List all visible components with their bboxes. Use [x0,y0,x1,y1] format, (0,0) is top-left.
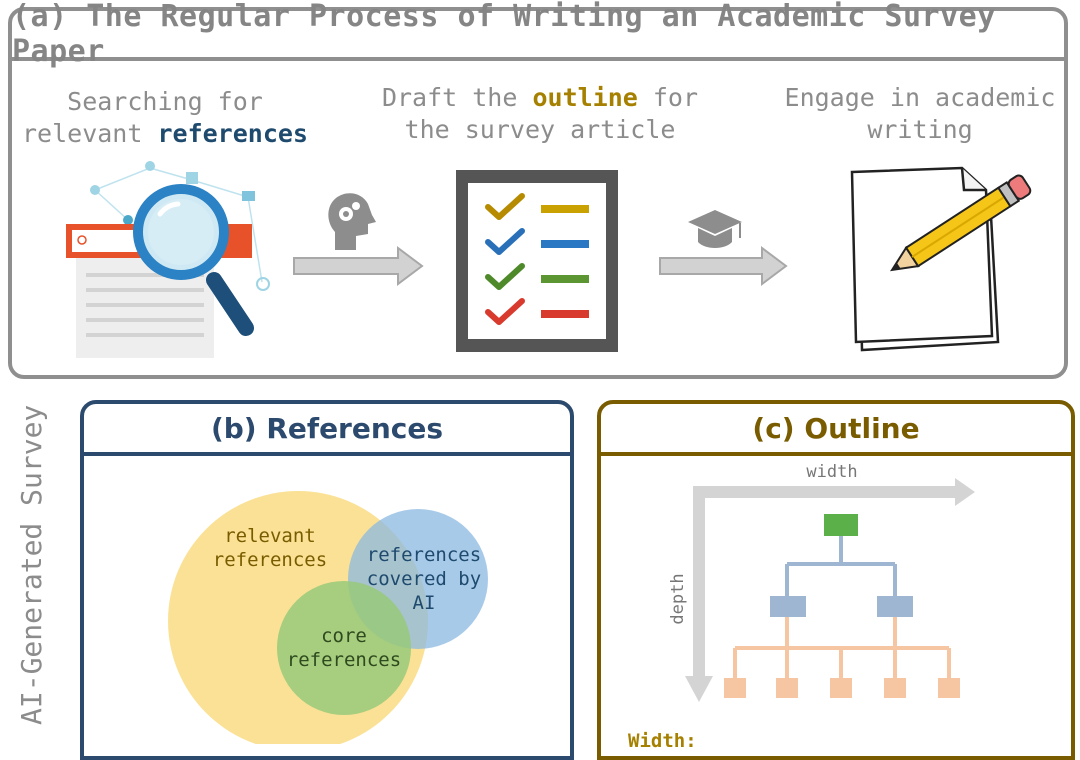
core-line2: references [286,649,402,671]
step1-highlight: references [157,119,308,148]
width-axis-label: width [806,462,858,482]
panel-a: (a) The Regular Process of Writing an Ac… [8,0,1068,379]
step2-line1: Draft the outline for [380,82,700,114]
panel-a-header: (a) The Regular Process of Writing an Ac… [12,0,1064,69]
tree-leaf-node [884,678,906,698]
panel-b-header: (b) References [84,404,570,456]
step1-caption: Searching for relevant references [20,86,310,150]
panel-a-title: (a) The Regular Process of Writing an Ac… [12,0,996,69]
ai-line3: AI [412,592,436,614]
arrow-right-icon [659,246,788,286]
width-axis-arrow [697,478,975,506]
tree-level2-node [770,596,806,617]
outline-tree-diagram [685,478,975,702]
tree-root-node [824,514,858,536]
side-label: AI-Generated Survey [15,404,48,725]
step2-caption: Draft the outline for the survey article [380,82,700,146]
relevant-references-label: relevant references [200,524,340,572]
graduation-cap-icon [688,210,742,248]
step1-line2-prefix: relevant [22,119,158,148]
panel-a-illustrations [66,161,1032,358]
panel-c-title: (c) Outline [752,411,920,445]
tree-leaf-node [830,678,852,698]
panel-c-header: (c) Outline [601,404,1071,456]
depth-axis-arrow [685,486,713,702]
arrow-right-icon [293,246,424,286]
tree-level2-node [877,596,913,617]
tree-leaf-node [724,678,746,698]
step1-line1: Searching for [67,87,263,116]
core-line1: core [321,625,367,647]
depth-axis-label: depth [668,573,688,625]
step2-highlight: outline [532,83,638,112]
tree-leaf-node [938,678,960,698]
magnifier-search-icon [66,161,270,358]
paper-pencil-icon [850,166,1032,352]
outline-bottom-label: Width: [628,730,697,752]
core-references-label: core references [277,624,411,672]
step3-line1: Engage in academic [784,83,1056,112]
ai-line2: covered by [366,568,482,590]
ai-references-label: references covered by AI [356,543,492,615]
step3-line2: writing [867,115,973,144]
core-references-circle [277,581,411,715]
step2-line1-prefix: Draft the [381,83,533,112]
relevant-line2: references [212,549,328,571]
venn-diagram [168,491,488,744]
panel-c: (c) Outline [597,400,1075,760]
checklist-icon [456,170,618,352]
step2-line2: the survey article [404,115,676,144]
step1-line2: relevant references [20,118,310,150]
step3-caption: Engage in academic writing [770,82,1070,146]
step2-line1-suffix: for [637,83,699,112]
ai-line1: references [366,544,482,566]
head-gears-icon [328,193,376,250]
relevant-line1: relevant [224,525,316,547]
tree-leaf-node [776,678,798,698]
panel-b-title: (b) References [210,411,444,445]
